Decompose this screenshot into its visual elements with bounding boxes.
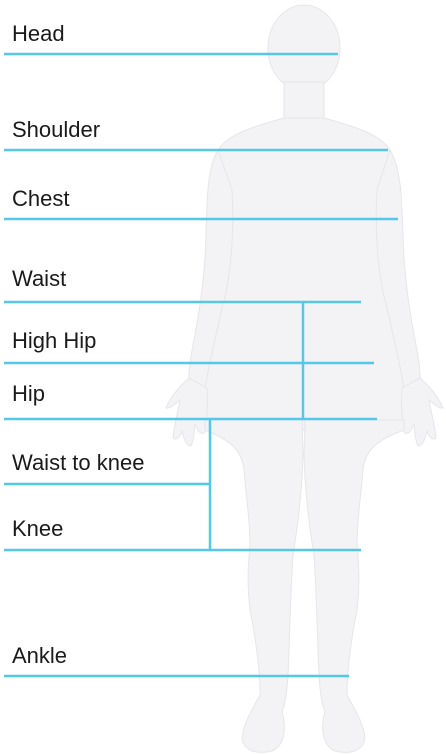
head-label: Head <box>12 23 65 45</box>
high-hip-label: High Hip <box>12 330 96 352</box>
silhouette-left-leg <box>205 420 303 752</box>
knee-label: Knee <box>12 518 63 540</box>
human-silhouette <box>166 5 443 752</box>
ankle-label: Ankle <box>12 645 67 667</box>
hip-label: Hip <box>12 383 45 405</box>
silhouette-head <box>268 5 340 91</box>
shoulder-label: Shoulder <box>12 119 100 141</box>
silhouette-right-hand <box>402 378 443 446</box>
chest-label: Chest <box>12 188 69 210</box>
waist-to-knee-label: Waist to knee <box>12 452 144 474</box>
waist-label: Waist <box>12 268 66 290</box>
silhouette-left-hand <box>166 378 207 446</box>
silhouette-right-leg <box>304 420 404 752</box>
